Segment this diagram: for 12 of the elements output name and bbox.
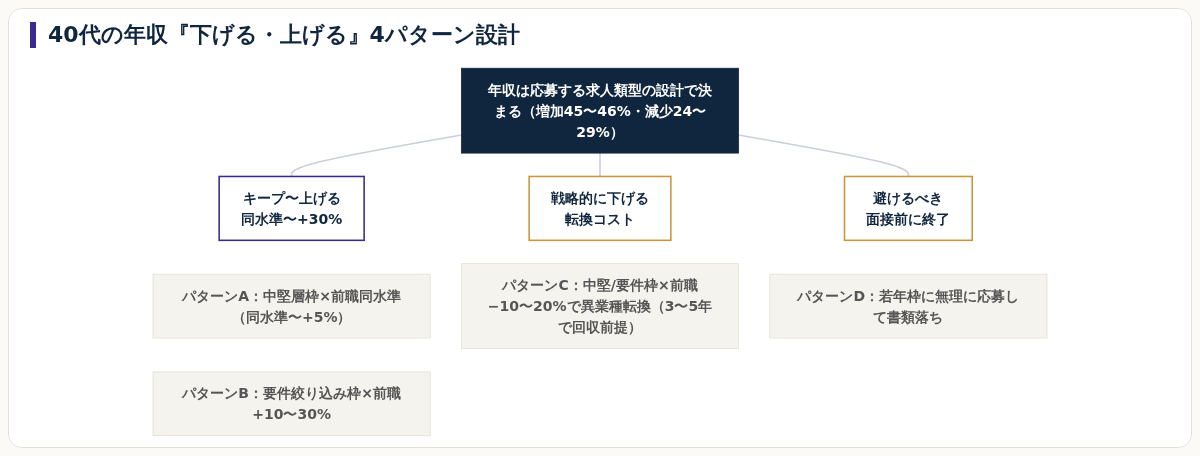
- connector: [599, 152, 601, 178]
- node-box: 戦略的に下げる 転換コスト: [528, 175, 672, 242]
- node-box: パターンC：中堅/要件枠×前職−10〜20%で異業種転換（3〜5年で回収前提）: [461, 263, 739, 349]
- node-box: 避けるべき 面接前に終了: [843, 175, 973, 242]
- node-box: パターンB：要件絞り込み枠×前職+10〜30%: [152, 371, 431, 437]
- node-box: キープ〜上げる 同水準〜+30%: [218, 175, 365, 242]
- node-box: 年収は応募する求人類型の設計で決まる（増加45〜46%・減少24〜29%）: [461, 67, 739, 154]
- connector: [737, 134, 910, 178]
- diagram-title: 40代の年収『下げる・上げる』4パターン設計: [30, 22, 520, 48]
- node-box: パターンD：若年枠に無理に応募して書類落ち: [769, 273, 1048, 339]
- connector: [290, 134, 463, 178]
- node-box: パターンA：中堅層枠×前職同水準（同水準〜+5%）: [152, 273, 431, 339]
